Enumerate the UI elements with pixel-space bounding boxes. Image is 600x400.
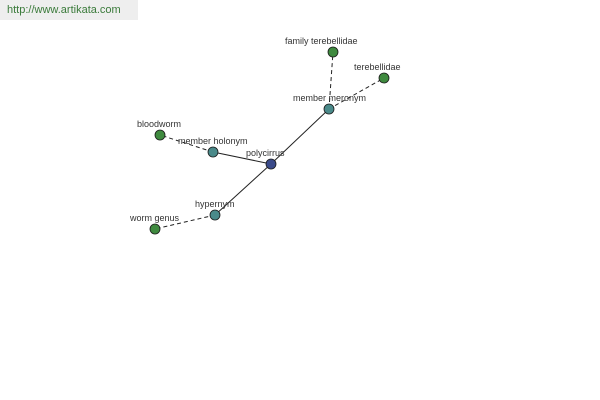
source-url-banner[interactable]: http://www.artikata.com [0,0,138,20]
edge-hypernym-worm-genus [154,214,216,230]
node-label-hypernym[interactable]: hypernym [195,199,235,209]
node-label-family-terebellidae[interactable]: family terebellidae [285,36,358,46]
node-family-terebellidae[interactable] [327,46,339,58]
node-label-member-holonym[interactable]: member holonym [178,136,248,146]
node-label-bloodworm[interactable]: bloodworm [137,119,181,129]
edge-polycirrus-member-meronym [270,108,330,165]
edge-member-meronym-family-terebellidae [328,51,334,110]
node-label-worm-genus[interactable]: worm genus [129,213,180,223]
edge-polycirrus-hypernym [214,163,272,216]
node-worm-genus[interactable] [149,223,161,235]
node-hypernym[interactable] [209,209,221,221]
edge-member-holonym-bloodworm [159,134,214,153]
node-polycirrus[interactable] [265,158,277,170]
node-label-terebellidae[interactable]: terebellidae [354,62,401,72]
edge-member-meronym-terebellidae [328,77,385,110]
node-member-meronym[interactable] [323,103,335,115]
edge-polycirrus-member-holonym [212,151,272,165]
node-member-holonym[interactable] [207,146,219,158]
graph-edges [154,51,385,230]
node-label-member-meronym[interactable]: member meronym [293,93,366,103]
node-label-polycirrus[interactable]: polycirrus [246,148,285,158]
node-terebellidae[interactable] [378,72,390,84]
node-bloodworm[interactable] [154,129,166,141]
graph-nodes: polycirrus member meronym member holonym hy… [129,36,401,235]
